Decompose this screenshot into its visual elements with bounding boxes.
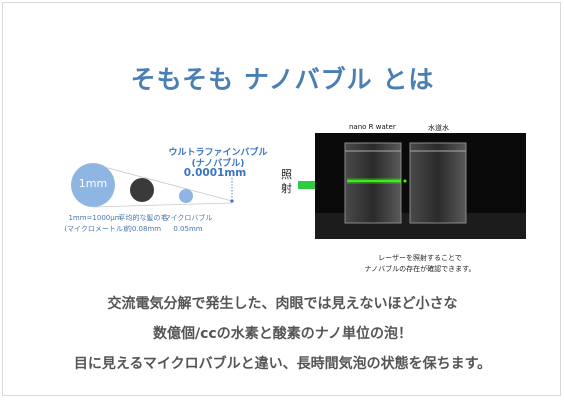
- page-title: そもそも ナノバブル とは: [130, 65, 435, 94]
- body-line-1: 交流電気分解で発生した、肉眼では見えないほど小さな: [107, 296, 458, 312]
- caption-one-mm: 1mm=1000μm (マイクロメートル): [63, 213, 127, 235]
- irradiation-label-line1: 照: [281, 168, 292, 181]
- bubble-size-graphic: [71, 163, 234, 208]
- caption-hair-line2: 約0.08mm: [124, 225, 162, 233]
- left-glass: [344, 142, 402, 224]
- ultrafine-value: 0.0001mm: [183, 167, 247, 179]
- microbubble-circle: [179, 189, 193, 203]
- laser-caption: レーザーを照射することで ナノバブルの存在が確認できます。: [330, 253, 510, 275]
- laser-caption-line2: ナノバブルの存在が確認できます。: [364, 265, 476, 273]
- irradiation-label-line2: 射: [281, 182, 292, 195]
- caption-hair-line1: 平均的な髪の毛: [118, 214, 168, 222]
- caption-microbubble-line2: 0.05mm: [173, 225, 203, 233]
- cone-line-bottom: [92, 202, 233, 208]
- irradiation-label: 照 射: [281, 168, 295, 196]
- laser-photo: [315, 133, 526, 239]
- caption-hair: 平均的な髪の毛 約0.08mm: [116, 213, 170, 235]
- caption-one-mm-line2: (マイクロメートル): [64, 225, 126, 233]
- one-mm-circle: [71, 163, 115, 207]
- cone-line-top: [92, 163, 233, 202]
- right-glass: [409, 142, 467, 224]
- page-frame: [2, 2, 561, 396]
- ultrafine-label-line1: ウルトラファインバブル: [168, 148, 268, 158]
- body-line-2: 数億個/ccの水素と酸素のナノ単位の泡！: [152, 326, 412, 342]
- ultrafine-label: ウルトラファインバブル (ナノバブル): [163, 148, 273, 170]
- one-mm-circle-label: 1mm: [78, 177, 108, 190]
- nanobubble-dot: [230, 199, 234, 203]
- photo-label-nano-r-water: nano R water: [349, 123, 396, 131]
- caption-microbubble-line1: マイクロバブル: [163, 214, 213, 222]
- caption-microbubble: マイクロバブル 0.05mm: [160, 213, 216, 235]
- laser-caption-line1: レーザーを照射することで: [378, 254, 462, 262]
- hair-circle: [130, 178, 154, 202]
- photo-label-tap-water: 水道水: [428, 124, 449, 132]
- ultrafine-label-line2: (ナノバブル): [191, 159, 245, 169]
- glasses-illustration: [315, 142, 526, 239]
- bubble-size-diagram: ウルトラファインバブル (ナノバブル) 0.0001mm 1mm 1mm=100…: [0, 0, 300, 280]
- body-line-3: 目に見えるマイクロバブルと違い、長時間気泡の状態を保ちます。: [73, 356, 492, 372]
- caption-one-mm-line1: 1mm=1000μm: [68, 214, 122, 222]
